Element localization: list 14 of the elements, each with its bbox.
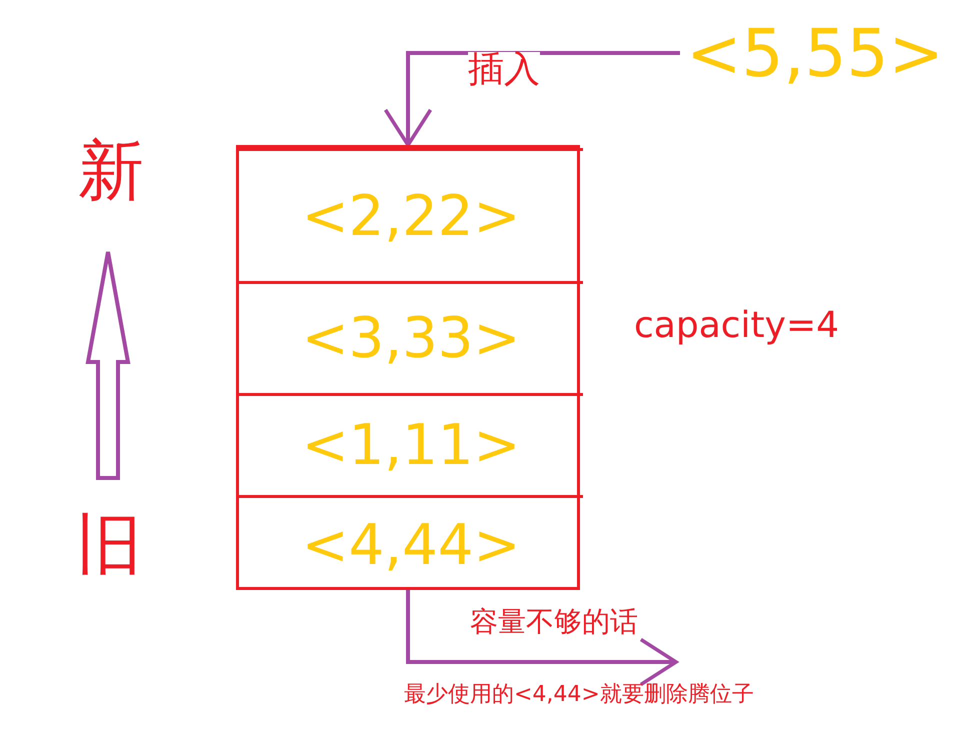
capacity-label: capacity=4 <box>634 308 840 344</box>
cache-entry: <1,11> <box>239 393 583 495</box>
cache-entry: <3,33> <box>239 281 583 393</box>
note-text: 最少使用的<4,44>就要删除腾位子 <box>404 684 754 706</box>
cache-entry: <4,44> <box>239 495 583 593</box>
arrow <box>406 590 678 686</box>
cache-stack <box>236 145 580 590</box>
edge-label: 插入 <box>468 52 540 88</box>
direction-label: 旧 <box>76 512 142 578</box>
data-text: <5,55> <box>680 18 950 88</box>
direction-label: 新 <box>78 138 144 204</box>
cache-entry: <2,22> <box>239 148 583 281</box>
arrow <box>384 51 680 147</box>
edge-label: 容量不够的话 <box>470 608 638 636</box>
